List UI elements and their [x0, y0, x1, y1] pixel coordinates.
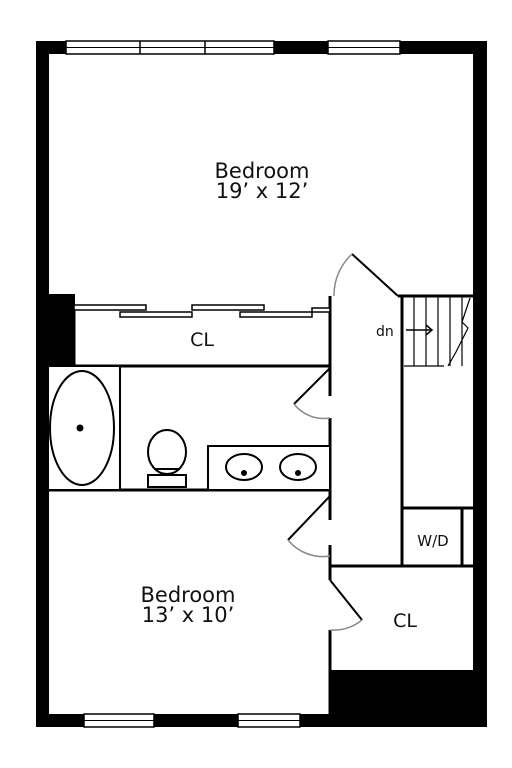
bedroom-2-dims: 13’ x 10’	[142, 603, 235, 627]
stairs-down-arrow-icon	[406, 324, 434, 336]
toilet	[147, 429, 187, 488]
bedroom-1-name: Bedroom	[215, 159, 310, 183]
door-swings	[287, 253, 399, 631]
windows-bottom	[83, 713, 301, 728]
vanity	[207, 445, 331, 491]
closet-1-label: CL	[190, 329, 214, 351]
stairs-label: dn	[376, 324, 394, 340]
bathtub	[47, 365, 121, 491]
bedroom-2-name: Bedroom	[141, 583, 236, 607]
closet-2-label: CL	[393, 610, 417, 632]
windows-top	[65, 40, 401, 55]
closet-sliding-doors	[73, 304, 331, 318]
interior-walls	[48, 294, 474, 716]
bedroom-1-dims: 19’ x 12’	[216, 179, 309, 203]
laundry-label: W/D	[417, 532, 448, 550]
stairs	[404, 296, 471, 367]
